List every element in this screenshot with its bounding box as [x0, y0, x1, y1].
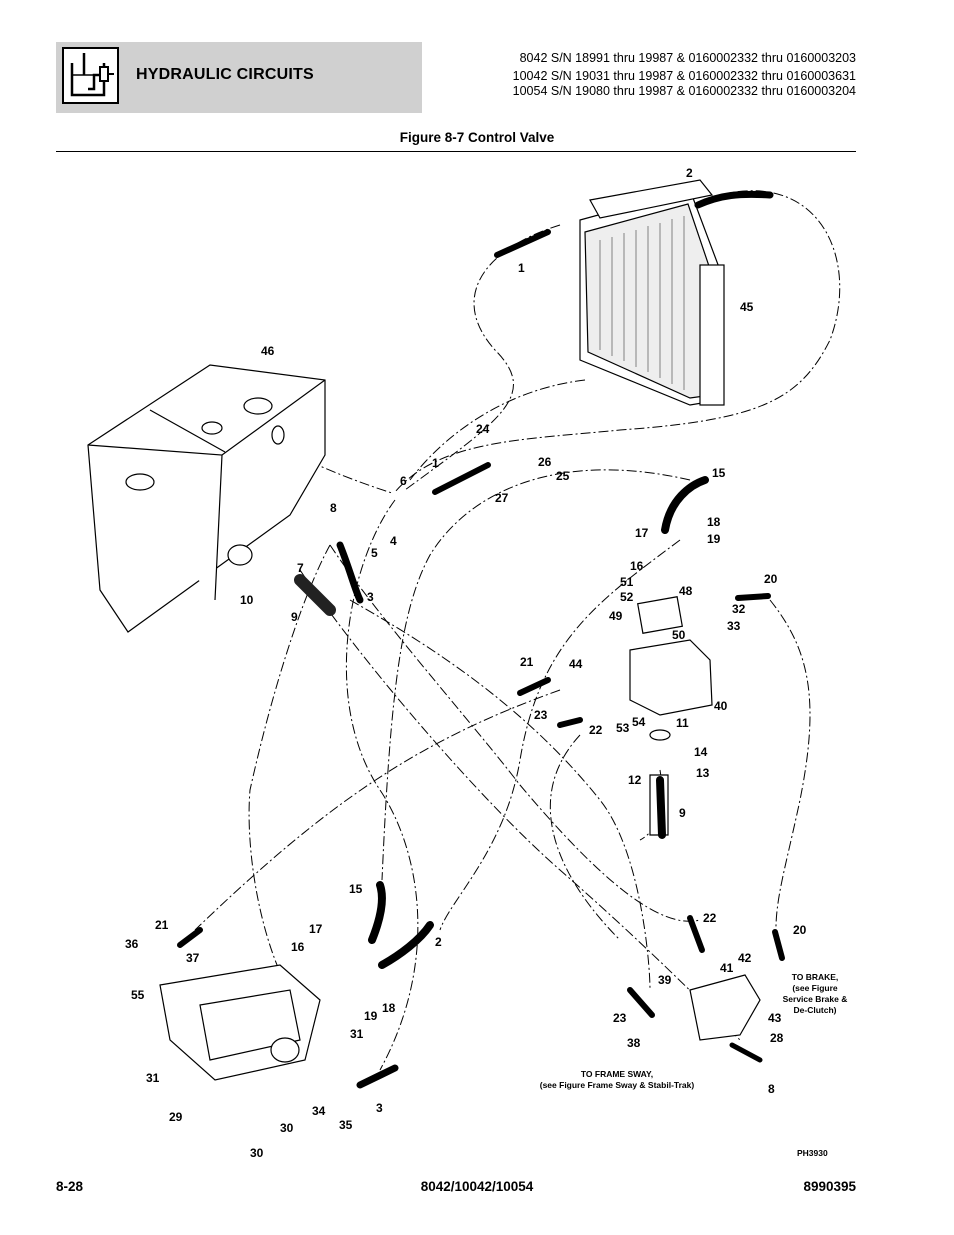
- callout-32: 32: [732, 602, 746, 616]
- section-title: HYDRAULIC CIRCUITS: [136, 66, 314, 83]
- callout-4: 4: [390, 534, 397, 548]
- callout-20: 20: [764, 572, 778, 586]
- callout-39: 39: [658, 973, 672, 987]
- callout-28: 28: [770, 1031, 784, 1045]
- callout-34: 34: [312, 1104, 326, 1118]
- callout-31: 31: [350, 1027, 364, 1041]
- callout-48: 48: [679, 584, 693, 598]
- callout-6: 6: [400, 474, 407, 488]
- callout-8: 8: [330, 501, 337, 515]
- callout-1: 1: [432, 456, 439, 470]
- model-numbers: 8042/10042/10054: [420, 1179, 534, 1194]
- callout-46: 46: [261, 344, 275, 358]
- callout-18: 18: [707, 515, 721, 529]
- callout-24: 24: [476, 422, 490, 436]
- callout-3: 3: [367, 590, 374, 604]
- callout-9: 9: [679, 806, 686, 820]
- callout-41: 41: [720, 961, 734, 975]
- callout-27: 27: [495, 491, 509, 505]
- oil-cooler-radiator: [579, 179, 725, 406]
- image-id: PH3930: [797, 1148, 828, 1158]
- serial-line-3: 10054 S/N 19080 thru 19987 & 0160002332 …: [512, 84, 856, 98]
- callout-54: 54: [632, 715, 646, 729]
- document-number: 8990395: [803, 1179, 856, 1194]
- callout-3: 3: [376, 1101, 383, 1115]
- callout-8: 8: [768, 1082, 775, 1096]
- callout-19: 19: [364, 1009, 378, 1023]
- control-valve-diagram: 1 2 45 46 24 1 26 25 27 6 8 5 4 7 10 9 3…: [56, 160, 856, 1170]
- note-to-brake-line-3: Service Brake &: [783, 994, 848, 1004]
- callout-17: 17: [635, 526, 649, 540]
- callout-43: 43: [768, 1011, 782, 1025]
- callout-35: 35: [339, 1118, 353, 1132]
- serial-line-2: 10042 S/N 19031 thru 19987 & 0160002332 …: [512, 69, 856, 83]
- callout-21: 21: [520, 655, 534, 669]
- brake-valve: [689, 974, 761, 1041]
- callout-23: 23: [534, 708, 548, 722]
- callout-10: 10: [240, 593, 254, 607]
- callout-20: 20: [793, 923, 807, 937]
- callout-15: 15: [712, 466, 726, 480]
- callout-22: 22: [589, 723, 603, 737]
- callout-31: 31: [146, 1071, 160, 1085]
- callout-36: 36: [125, 937, 139, 951]
- callout-29: 29: [169, 1110, 183, 1124]
- callout-7: 7: [297, 561, 304, 575]
- callout-44: 44: [569, 657, 583, 671]
- callout-40: 40: [714, 699, 728, 713]
- callout-51: 51: [620, 575, 634, 589]
- note-to-brake-line-4: De-Clutch): [794, 1005, 837, 1015]
- callout-5: 5: [371, 546, 378, 560]
- callout-9: 9: [291, 610, 298, 624]
- callout-14: 14: [694, 745, 708, 759]
- note-to-frame-sway-line-1: TO FRAME SWAY,: [581, 1069, 653, 1079]
- hydraulic-tank: [87, 364, 326, 633]
- callout-19: 19: [707, 532, 721, 546]
- note-to-frame-sway-line-2: (see Figure Frame Sway & Stabil-Trak): [540, 1080, 695, 1090]
- callout-26: 26: [538, 455, 552, 469]
- callout-18: 18: [382, 1001, 396, 1015]
- callout-30: 30: [250, 1146, 264, 1160]
- callout-1: 1: [518, 261, 525, 275]
- callout-23: 23: [613, 1011, 627, 1025]
- serial-line-1: 8042 S/N 18991 thru 19987 & 0160002332 t…: [519, 51, 856, 65]
- page-number: 8-28: [56, 1179, 84, 1194]
- callout-30: 30: [280, 1121, 294, 1135]
- callout-2: 2: [435, 935, 442, 949]
- callout-16: 16: [630, 559, 644, 573]
- callout-22: 22: [703, 911, 717, 925]
- callout-13: 13: [696, 766, 710, 780]
- note-to-brake-line-2: (see Figure: [792, 983, 838, 993]
- figure-title: Figure 8-7 Control Valve: [399, 130, 555, 145]
- hydraulic-tank-icon: [62, 47, 119, 104]
- callout-16: 16: [291, 940, 305, 954]
- callout-38: 38: [627, 1036, 641, 1050]
- callout-33: 33: [727, 619, 741, 633]
- callout-17: 17: [309, 922, 323, 936]
- callout-53: 53: [616, 721, 630, 735]
- callout-45: 45: [740, 300, 754, 314]
- callout-37: 37: [186, 951, 200, 965]
- callout-50: 50: [672, 628, 686, 642]
- callout-15: 15: [349, 882, 363, 896]
- control-valve-stack: [159, 964, 321, 1081]
- callout-21: 21: [155, 918, 169, 932]
- callout-12: 12: [628, 773, 642, 787]
- title-rule: [56, 151, 856, 152]
- callout-49: 49: [609, 609, 623, 623]
- callout-11: 11: [676, 716, 689, 730]
- callout-55: 55: [131, 988, 145, 1002]
- callout-25: 25: [556, 469, 570, 483]
- note-to-brake-line-1: TO BRAKE,: [792, 972, 839, 982]
- callout-52: 52: [620, 590, 634, 604]
- callout-42: 42: [738, 951, 752, 965]
- callout-2: 2: [686, 166, 693, 180]
